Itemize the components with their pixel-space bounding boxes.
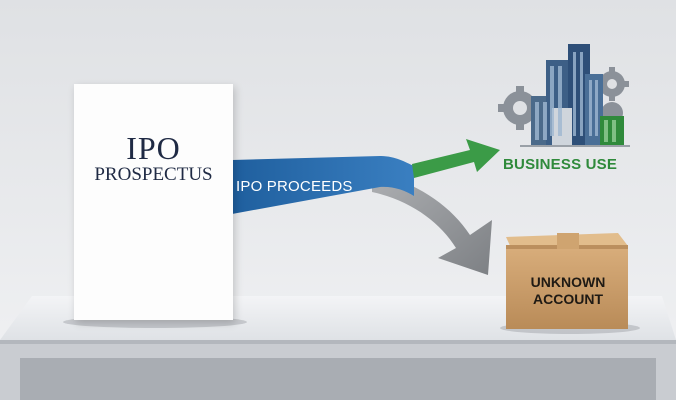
proceeds-label: IPO PROCEEDS <box>236 178 353 195</box>
business-use-label: BUSINESS USE <box>503 156 618 173</box>
unknown-account-line2: ACCOUNT <box>533 291 603 307</box>
unknown-account-label: UNKNOWN ACCOUNT <box>510 274 626 308</box>
document-subtitle: PROSPECTUS <box>94 164 213 185</box>
business-arrow <box>412 139 500 178</box>
city-buildings-icon <box>498 44 630 147</box>
proceeds-band <box>232 156 414 214</box>
unknown-arrow <box>372 170 492 275</box>
ipo-prospectus-document: IPO PROSPECTUS <box>74 84 233 320</box>
unknown-account-line1: UNKNOWN <box>530 274 606 290</box>
cardboard-box-icon <box>506 233 628 329</box>
document-title: IPO <box>126 130 181 166</box>
